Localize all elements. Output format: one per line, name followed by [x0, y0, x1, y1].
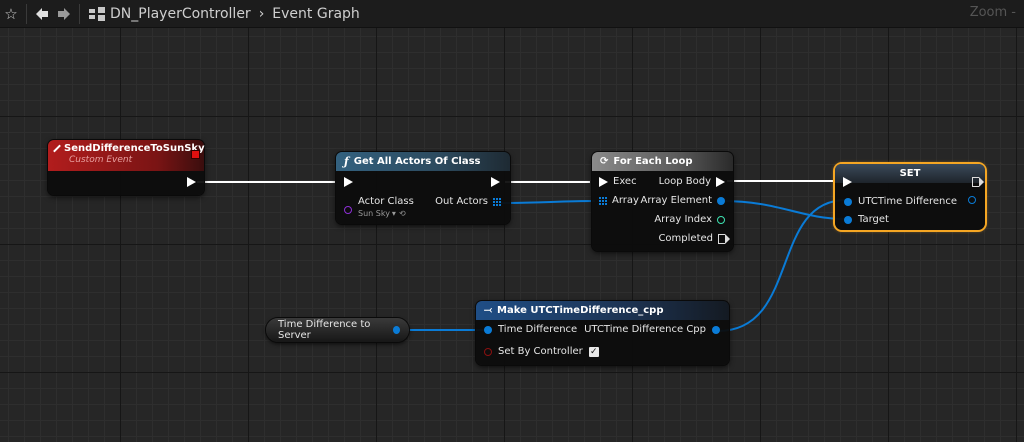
target-pin[interactable]: Target: [844, 214, 889, 225]
struct-pin-icon[interactable]: [844, 197, 852, 206]
loop-icon: ⟳: [600, 156, 609, 167]
utc-time-difference-cpp-out-pin[interactable]: UTCTime Difference Cpp: [584, 324, 720, 335]
array-in-pin[interactable]: Array: [599, 195, 639, 206]
set-by-controller-pin[interactable]: Set By Controller ✓: [484, 346, 599, 357]
make-struct-icon: ⤙: [484, 305, 492, 316]
loop-body-label: Loop Body: [658, 176, 711, 187]
struct-pin-icon[interactable]: [717, 196, 725, 205]
exec-pin-hollow-icon[interactable]: [718, 233, 730, 244]
completed-label: Completed: [658, 233, 713, 244]
time-difference-label: Time Difference: [498, 324, 578, 335]
star-icon[interactable]: ☆: [4, 4, 18, 23]
utc-time-difference-label: UTCTime Difference: [858, 196, 958, 207]
breadcrumb-graph[interactable]: Event Graph: [272, 5, 360, 22]
array-element-label: Array Element: [640, 195, 712, 206]
array-index-pin[interactable]: Array Index: [654, 214, 725, 225]
chevron-down-icon: ▾: [391, 209, 396, 218]
event-subtitle: Custom Event: [69, 155, 133, 165]
event-exec-out[interactable]: [187, 177, 196, 187]
out-actors-label: Out Actors: [435, 196, 488, 207]
variable-label: Time Difference to Server: [278, 319, 371, 341]
custom-event-header: SendDifferenceToSunSky Custom Event: [48, 140, 205, 171]
exec-pin-icon[interactable]: [344, 177, 353, 187]
set-exec-in[interactable]: [843, 177, 852, 187]
event-title: SendDifferenceToSunSky: [64, 143, 205, 154]
set-node[interactable]: SET UTCTime Difference Target: [835, 164, 985, 230]
set-by-controller-label: Set By Controller: [498, 346, 583, 357]
get-all-exec-out[interactable]: [491, 177, 500, 187]
actor-class-dropdown[interactable]: Sun Sky ▾ ⟲: [358, 209, 414, 218]
time-difference-in-pin[interactable]: Time Difference: [484, 324, 577, 335]
custom-event-node[interactable]: SendDifferenceToSunSky Custom Event: [48, 140, 205, 195]
get-all-actors-title: Get All Actors Of Class: [353, 156, 481, 167]
struct-pin-icon[interactable]: [712, 325, 720, 334]
graph-toolbar: ☆ DN_PlayerController › Event Graph Zoom…: [0, 0, 1024, 28]
blueprint-graph-icon: [84, 0, 110, 28]
target-label: Target: [858, 214, 889, 225]
make-struct-node[interactable]: ⤙ Make UTCTimeDifference_cpp Time Differ…: [476, 301, 729, 365]
utc-time-difference-out-pin[interactable]: [968, 196, 976, 204]
get-all-exec-in[interactable]: [344, 177, 353, 187]
make-struct-title: Make UTCTimeDifference_cpp: [497, 305, 664, 316]
actor-class-pin[interactable]: Actor Class Sun Sky ▾ ⟲: [344, 196, 414, 218]
array-label: Array: [612, 195, 639, 206]
breadcrumb-blueprint[interactable]: DN_PlayerController: [110, 5, 251, 22]
zoom-level: Zoom -: [969, 5, 1016, 20]
get-all-actors-node[interactable]: ƒ Get All Actors Of Class Actor Class Su…: [336, 152, 510, 224]
utc-time-difference-cpp-label: UTCTime Difference Cpp: [584, 324, 706, 335]
for-each-exec-in[interactable]: Exec: [599, 176, 637, 187]
bool-pin-icon[interactable]: [484, 347, 492, 356]
make-struct-header: ⤙ Make UTCTimeDifference_cpp: [476, 301, 729, 320]
struct-pin-icon[interactable]: [484, 325, 492, 334]
set-exec-out[interactable]: [972, 177, 984, 187]
function-icon: ƒ: [344, 155, 349, 168]
exec-pin-hollow-icon[interactable]: [972, 177, 984, 187]
get-all-actors-header: ƒ Get All Actors Of Class: [336, 152, 510, 171]
actor-class-value: Sun Sky: [358, 209, 390, 218]
toolbar-divider: [79, 3, 80, 24]
actor-class-label: Actor Class: [358, 196, 414, 207]
struct-pin-icon[interactable]: [968, 196, 976, 204]
exec-pin-icon[interactable]: [716, 176, 725, 187]
array-index-label: Array Index: [654, 214, 712, 225]
forward-arrow-icon[interactable]: [53, 0, 75, 28]
back-arrow-icon[interactable]: [31, 0, 53, 28]
exec-pin-icon[interactable]: [599, 176, 608, 187]
array-element-pin[interactable]: Array Element: [640, 195, 725, 206]
delegate-pin[interactable]: [191, 150, 200, 159]
array-pin-icon[interactable]: [599, 196, 607, 205]
loop-body-pin[interactable]: Loop Body: [659, 176, 725, 187]
exec-pin-icon[interactable]: [843, 177, 852, 187]
exec-label: Exec: [613, 176, 637, 187]
utc-time-difference-in-pin[interactable]: UTCTime Difference: [844, 196, 957, 207]
array-pin-icon[interactable]: [493, 197, 501, 206]
for-each-title: For Each Loop: [613, 156, 693, 167]
for-each-header: ⟳ For Each Loop: [592, 152, 733, 171]
graph-canvas[interactable]: [0, 28, 1024, 442]
event-diamond-icon: [53, 144, 61, 153]
breadcrumb-chevron-icon: ›: [258, 5, 265, 22]
completed-pin[interactable]: Completed: [658, 233, 730, 244]
time-difference-variable-node[interactable]: Time Difference to Server: [266, 318, 409, 342]
object-pin-icon[interactable]: [844, 215, 852, 224]
for-each-loop-node[interactable]: ⟳ For Each Loop Exec Loop Body Array Arr…: [592, 152, 733, 251]
out-actors-pin[interactable]: Out Actors: [435, 196, 501, 207]
reset-icon[interactable]: ⟲: [398, 209, 406, 218]
class-pin-icon[interactable]: [344, 206, 352, 214]
integer-pin-icon[interactable]: [717, 215, 725, 224]
set-by-controller-checkbox[interactable]: ✓: [588, 346, 599, 357]
struct-pin-icon[interactable]: [392, 326, 400, 334]
exec-pin-icon[interactable]: [491, 177, 500, 187]
toolbar-divider: [26, 3, 27, 24]
exec-pin-icon[interactable]: [187, 177, 196, 187]
set-title: SET: [899, 168, 921, 179]
set-header: SET: [835, 164, 985, 183]
